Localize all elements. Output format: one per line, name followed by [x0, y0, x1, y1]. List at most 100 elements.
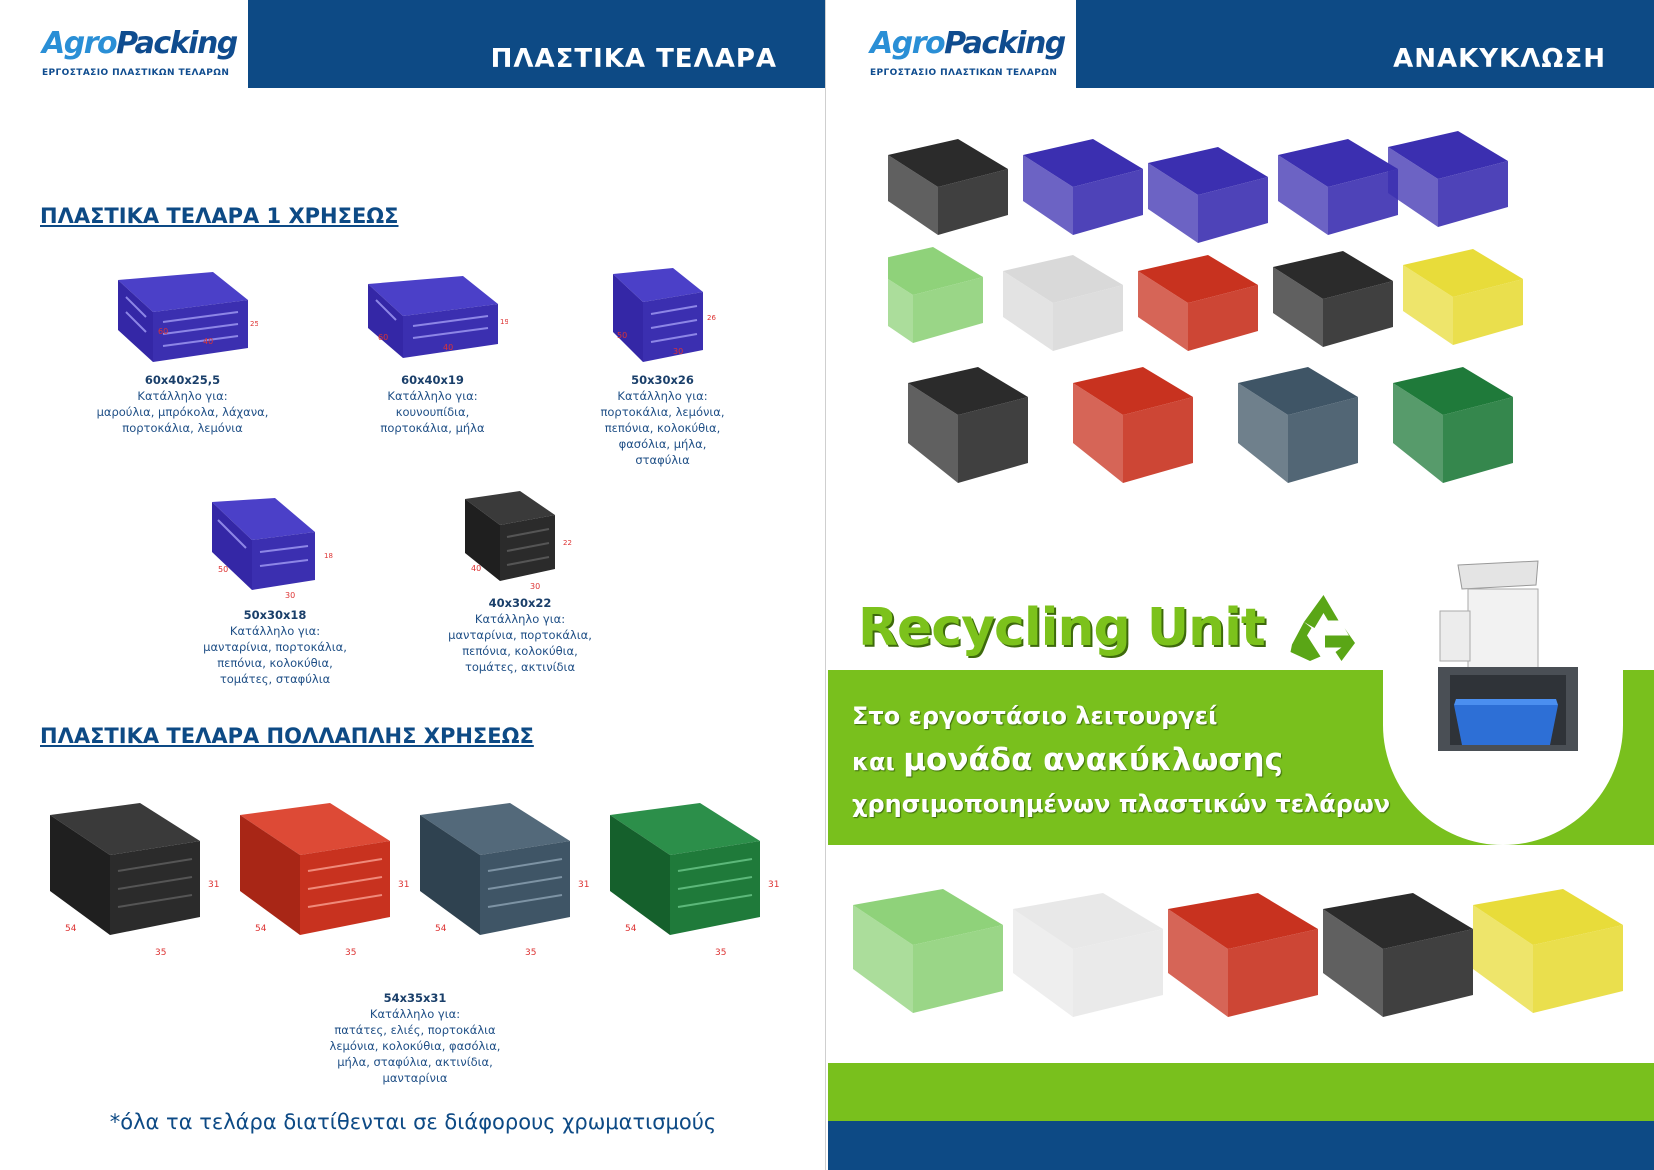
crate-lightgreen: [888, 247, 983, 343]
dim-h-label: 22: [563, 539, 572, 547]
crate-white: [1013, 893, 1163, 1017]
product-size: 60x40x19: [401, 373, 464, 387]
multi-use-crates: 54 35 31 54 35 31 54 35 31 54: [50, 803, 779, 958]
recycling-text-line1: Στο εργοστάσιο λειτουργεί: [852, 702, 1218, 730]
product-desc: πατάτες, ελιές, πορτοκάλια: [334, 1023, 496, 1037]
crate-image: 60 40 25,5: [117, 272, 258, 362]
footer-blue-band: [828, 1121, 1654, 1170]
logo-wordmark: AgroPacking: [870, 26, 1066, 61]
product-desc: πεπόνια, κολοκύθια,: [217, 656, 333, 670]
recycling-unit-title: Recycling Unit: [858, 598, 1266, 658]
dim-a-label: 50: [218, 565, 228, 574]
suitable-label: Κατάλληλο για:: [474, 612, 566, 626]
product-desc: τομάτες, ακτινίδια: [464, 660, 576, 674]
crate-black: [908, 367, 1028, 483]
crate-blue: [1148, 147, 1268, 243]
dim-h-label: 31: [208, 880, 219, 890]
product-desc: πεπόνια, κολοκύθια,: [604, 421, 721, 435]
dim-b-label: 40: [203, 337, 213, 346]
crate-slate: [1238, 367, 1358, 483]
page-title: ΠΛΑΣΤΙΚΑ ΤΕΛΑΡΑ: [490, 44, 777, 74]
page-title: ΑΝΑΚΥΚΛΩΣΗ: [1393, 44, 1606, 74]
crate-red: 54 35 31: [240, 803, 409, 958]
dim-b-label: 35: [155, 948, 166, 958]
product-desc: σταφύλια: [635, 453, 690, 467]
product-card: 50 30 26 50x30x26 Κατάλληλο για: πορτοκά…: [590, 262, 735, 468]
logo-tagline: ΕΡΓΟΣΤΑΣΙΟ ΠΛΑΣΤΙΚΩΝ ΤΕΛΑΡΩΝ: [42, 68, 230, 78]
crate-image: 50 30 18: [212, 498, 333, 600]
product-size: 50x30x26: [631, 373, 694, 387]
dim-b-label: 35: [715, 948, 726, 958]
suitable-label: Κατάλληλο για:: [387, 389, 478, 403]
crate-lightgreen: [853, 889, 1003, 1013]
crate-green: 54 35 31: [610, 803, 779, 958]
crate-blue: [1388, 131, 1508, 227]
logo-tagline: ΕΡΓΟΣΤΑΣΙΟ ΠΛΑΣΤΙΚΩΝ ΤΕΛΑΡΩΝ: [870, 68, 1058, 78]
dim-b-label: 35: [525, 948, 536, 958]
dim-b-label: 30: [285, 591, 295, 600]
crate-blue: [1023, 139, 1143, 235]
crate-slate: 54 35 31: [420, 803, 589, 958]
dim-a-label: 54: [435, 924, 447, 934]
product-desc: φασόλια, μήλα,: [618, 437, 707, 451]
suitable-label: Κατάλληλο για:: [617, 389, 708, 403]
product-card: 50 30 18 50x30x18 Κατάλληλο για: μανταρί…: [195, 492, 355, 687]
shredder-machine-image: [1438, 560, 1578, 751]
dim-b-label: 35: [345, 948, 356, 958]
product-desc: κουνουπίδια,: [395, 405, 470, 419]
product-desc: μήλα, σταφύλια, ακτινίδια,: [337, 1055, 493, 1069]
product-card: 60 40 19 60x40x19 Κατάλληλο για: κουνουπ…: [350, 262, 515, 436]
recycling-text-line3: χρησιμοποιημένων πλαστικών τελάρων: [852, 790, 1391, 818]
brand-logo: AgroPacking ΕΡΓΟΣΤΑΣΙΟ ΠΛΑΣΤΙΚΩΝ ΤΕΛΑΡΩΝ: [828, 0, 1076, 88]
logo-wordmark: AgroPacking: [42, 26, 238, 61]
crate-image: 60 40 19: [367, 276, 508, 358]
product-desc: πεπόνια, κολοκύθια,: [462, 644, 578, 658]
product-desc: πορτοκάλια, λεμόνια,: [600, 405, 725, 419]
dim-h-label: 31: [768, 880, 779, 890]
crate-image: 40 30 22: [465, 491, 572, 591]
crate-image: 50 30 26: [612, 268, 716, 362]
product-size: 60x40x25,5: [144, 373, 221, 387]
colors-note: *όλα τα τελάρα διατίθενται σε διάφορους …: [109, 1110, 717, 1134]
header-band: ΠΛΑΣΤΙΚΑ ΤΕΛΑΡΑ: [248, 0, 825, 88]
recycling-text-line2: και μονάδα ανακύκλωσης: [852, 742, 1283, 778]
dim-h-label: 26: [707, 314, 716, 322]
product-card: 60 40 25,5 60x40x25,5 Κατάλληλο για: μαρ…: [90, 262, 275, 436]
crate-red: [1138, 255, 1258, 351]
right-page: AgroPacking ΕΡΓΟΣΤΑΣΙΟ ΠΛΑΣΤΙΚΩΝ ΤΕΛΑΡΩΝ…: [828, 0, 1654, 1170]
crate-yellow: [1473, 889, 1623, 1013]
product-size: 54x35x31: [383, 991, 447, 1005]
bottom-crates: [853, 889, 1623, 1017]
crate-blue: [1278, 139, 1398, 235]
left-page: AgroPacking ΕΡΓΟΣΤΑΣΙΟ ΠΛΑΣΤΙΚΩΝ ΤΕΛΑΡΩΝ…: [0, 0, 826, 1170]
dim-h-label: 31: [398, 880, 409, 890]
product-desc: πορτοκάλια, λεμόνια: [122, 421, 243, 435]
product-size: 40x30x22: [488, 596, 552, 610]
dim-b-label: 30: [530, 582, 540, 591]
product-desc: μανταρίνια, πορτοκάλια,: [448, 628, 592, 642]
dim-a-label: 60: [158, 327, 168, 336]
suitable-label: Κατάλληλο για:: [137, 389, 228, 403]
dim-b-label: 40: [443, 343, 453, 352]
dim-h-label: 25,5: [250, 320, 258, 328]
crate-black: 54 35 31: [50, 803, 219, 958]
dim-h-label: 31: [578, 880, 589, 890]
dim-a-label: 40: [471, 564, 481, 573]
product-desc: μαρούλια, μπρόκολα, λάχανα,: [96, 405, 269, 419]
product-card: 40 30 22 40x30x22 Κατάλληλο για: μανταρί…: [440, 485, 600, 675]
dim-a-label: 54: [625, 924, 637, 934]
crate-black: [888, 139, 1008, 235]
footer-green-band: [828, 1063, 1654, 1121]
dim-a-label: 54: [65, 924, 77, 934]
multi-product-info: 54x35x31 Κατάλληλο για: πατάτες, ελιές, …: [300, 990, 530, 1086]
product-desc: μανταρίνια, πορτοκάλια,: [203, 640, 347, 654]
product-desc: τομάτες, σταφύλια: [219, 672, 331, 686]
suitable-label: Κατάλληλο για:: [369, 1007, 461, 1021]
crate-black: [1323, 893, 1473, 1017]
product-size: 50x30x18: [243, 608, 307, 622]
section-title-multi-use: ΠΛΑΣΤΙΚΑ ΤΕΛΑΡΑ ΠΟΛΛΑΠΛΗΣ ΧΡΗΣΕΩΣ: [40, 724, 534, 748]
dim-h-label: 19: [500, 318, 508, 326]
section-title-single-use: ΠΛΑΣΤΙΚΑ ΤΕΛΑΡΑ 1 ΧΡΗΣΕΩΣ: [40, 204, 399, 228]
dim-h-label: 18: [324, 552, 333, 560]
product-desc: πορτοκάλια, μήλα: [380, 421, 485, 435]
